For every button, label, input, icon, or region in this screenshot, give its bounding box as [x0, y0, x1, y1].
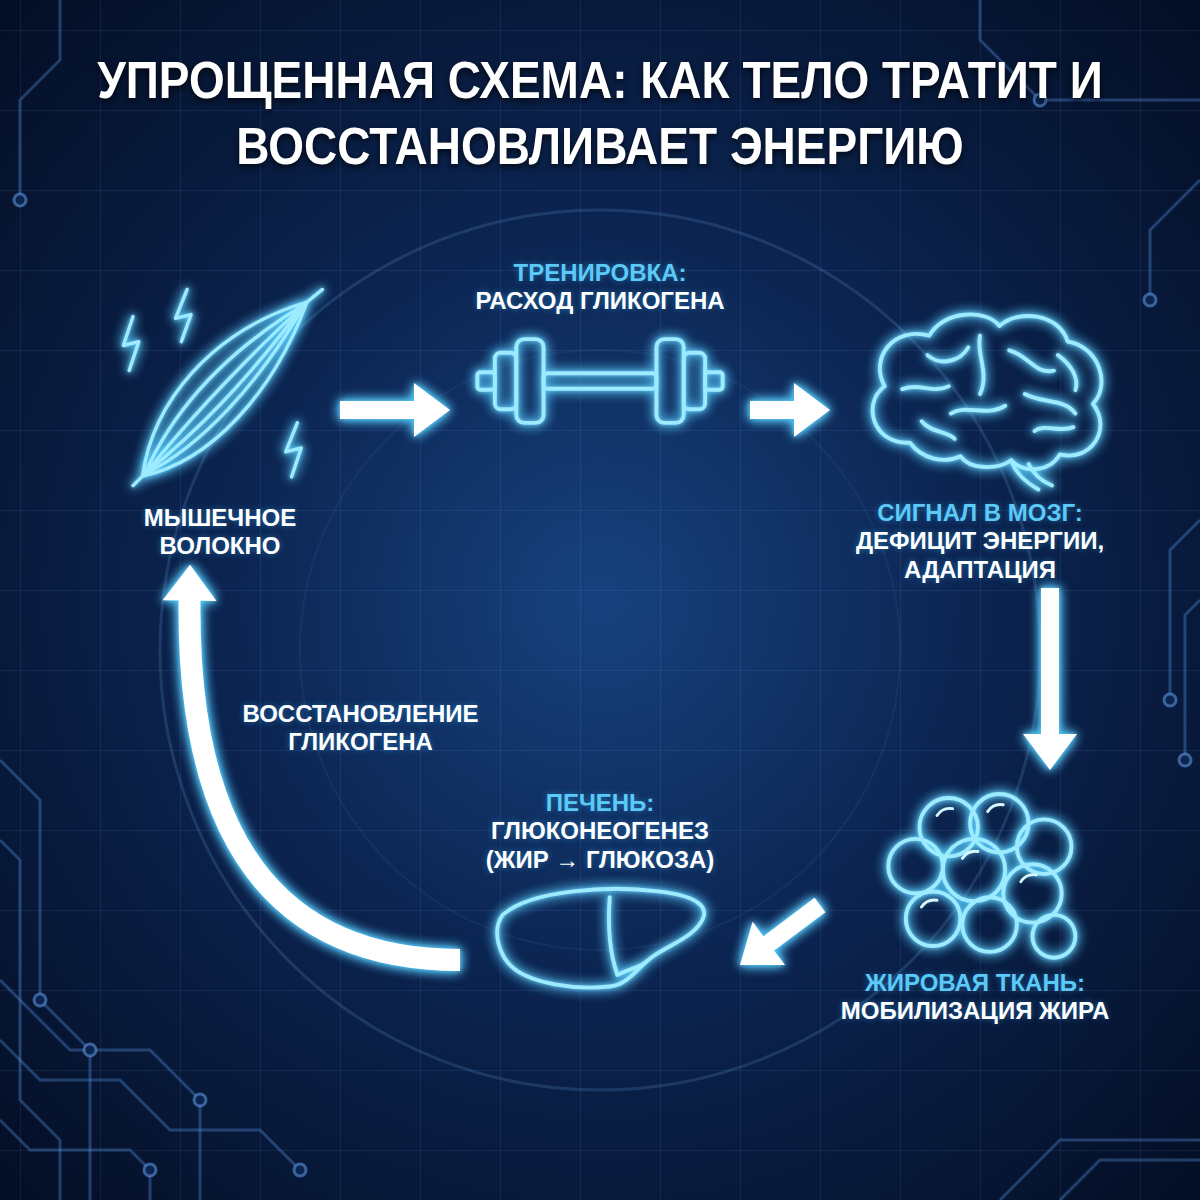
icon-frame [104, 274, 336, 504]
flow-arrow [750, 383, 830, 437]
muscle-fiber-icon [104, 274, 336, 504]
arrow-shaft [189, 599, 460, 960]
flow-arrow [163, 565, 460, 960]
diagram-title: УПРОЩЕННАЯ СХЕМА: КАК ТЕЛО ТРАТИТ И ВОСС… [80, 48, 1120, 180]
node-heading: СИГНАЛ В МОЗГ: [834, 499, 1126, 527]
node-heading: ПЕЧЕНЬ: [464, 789, 736, 817]
liver-node: ПЕЧЕНЬ:ГЛЮКОНЕОГЕНЕЗ (ЖИР → ГЛЮКОЗА) [460, 785, 740, 1003]
arrow-head [414, 383, 450, 437]
inner-ring [300, 350, 900, 950]
icon-frame [454, 316, 746, 446]
icon-frame [834, 294, 1126, 499]
arrow-shaft [1041, 588, 1059, 736]
node-heading: ЖИРОВАЯ ТКАНЬ: [824, 969, 1126, 997]
node-label: МЫШЕЧНОЕ ВОЛОКНО [104, 504, 336, 561]
brain-node: СИГНАЛ В МОЗГ:ДЕФИЦИТ ЭНЕРГИИ, АДАПТАЦИЯ [830, 290, 1130, 588]
arrow-shaft [340, 401, 416, 419]
arrow-head [1023, 734, 1077, 770]
icon-frame [824, 774, 1126, 969]
dumbbell-icon [454, 316, 746, 446]
edge-label: ВОССТАНОВЛЕНИЕ ГЛИКОГЕНА [228, 700, 493, 757]
arrow-head [794, 383, 830, 437]
arrow-shaft [750, 401, 796, 419]
circuit-pads [14, 94, 1191, 1176]
arrow-head [163, 565, 217, 601]
training-node: ТРЕНИРОВКА:РАСХОД ГЛИКОГЕНА [450, 255, 750, 450]
liver-icon [464, 874, 736, 999]
flow-arrow [1023, 588, 1077, 770]
node-label: ДЕФИЦИТ ЭНЕРГИИ, АДАПТАЦИЯ [834, 527, 1126, 584]
arrow-head [740, 922, 785, 965]
flow-arrow [740, 905, 820, 965]
icon-frame [464, 874, 736, 999]
arrow-shaft [767, 905, 820, 945]
node-heading: ТРЕНИРОВКА: [454, 259, 746, 287]
cycle-ring [160, 210, 1040, 1090]
brain-icon [834, 294, 1126, 499]
flow-arrow [340, 383, 450, 437]
node-label: ГЛЮКОНЕОГЕНЕЗ (ЖИР → ГЛЮКОЗА) [464, 817, 736, 874]
node-label: МОБИЛИЗАЦИЯ ЖИРА [824, 997, 1126, 1025]
fat-tissue-icon [824, 774, 1126, 969]
fat-tissue-node: ЖИРОВАЯ ТКАНЬ:МОБИЛИЗАЦИЯ ЖИРА [820, 770, 1130, 1030]
node-label: РАСХОД ГЛИКОГЕНА [454, 287, 746, 315]
muscle-node: МЫШЕЧНОЕ ВОЛОКНО [100, 270, 340, 565]
